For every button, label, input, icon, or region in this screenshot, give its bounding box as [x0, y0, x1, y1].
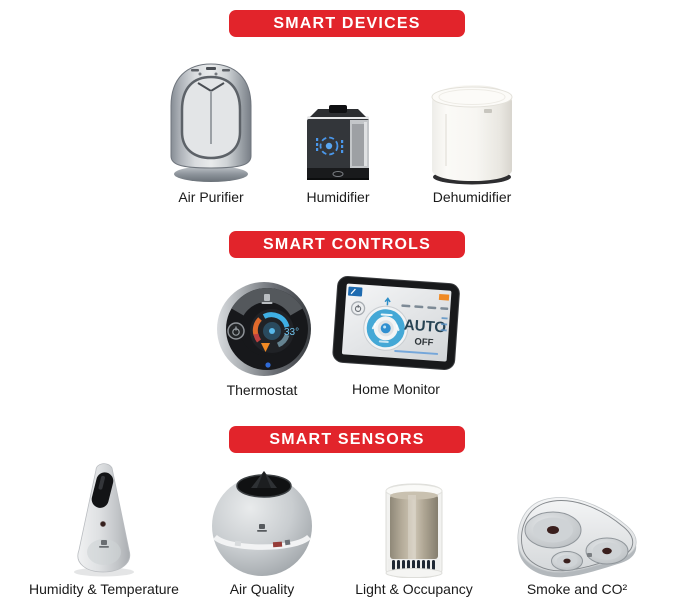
product-thermostat: 33° Thermostat [187, 271, 337, 398]
product-air-purifier: Air Purifier [141, 59, 281, 205]
air-purifier-image [170, 63, 252, 182]
air-purifier-art [141, 59, 281, 186]
label-dehumidifier: Dehumidifier [432, 189, 512, 205]
label-thermostat: Thermostat [226, 382, 298, 398]
product-dehumidifier: Dehumidifier [402, 59, 542, 205]
label-humidifier: Humidifier [306, 189, 370, 205]
monitor-state-text: OFF [414, 336, 434, 348]
humidifier-image [307, 105, 369, 180]
home-monitor-image: AUTO OFF [332, 276, 460, 370]
product-humidifier: Humidifier [268, 59, 408, 205]
monitor-logo-badge [348, 286, 363, 297]
air-quality-art [182, 456, 342, 578]
smoke-co2-sensor-image [517, 497, 637, 578]
light-occupancy-art [334, 456, 494, 578]
label-smoke-co2: Smoke and CO² [526, 581, 628, 597]
section-banner-smart-controls: SMART CONTROLS [229, 231, 465, 258]
smoke-co2-art [487, 456, 667, 578]
thermostat-power-button [227, 322, 245, 340]
label-air-quality: Air Quality [229, 581, 295, 597]
monitor-power-button [350, 301, 366, 316]
humidity-temperature-sensor-image [74, 463, 134, 577]
product-air-quality-sensor: Air Quality [182, 456, 342, 597]
product-light-occupancy-sensor: Light & Occupancy [334, 456, 494, 597]
home-monitor-art: AUTO OFF [316, 270, 476, 378]
product-smoke-co2-sensor: Smoke and CO² [487, 456, 667, 597]
monitor-mode-text: AUTO [403, 317, 447, 337]
humidifier-art [268, 59, 408, 186]
thermostat-art: 33° [187, 271, 337, 379]
section-banner-smart-devices: SMART DEVICES [229, 10, 465, 37]
label-air-purifier: Air Purifier [178, 189, 244, 205]
dehumidifier-image [431, 85, 513, 185]
product-home-monitor: AUTO OFF Home Monitor [316, 270, 476, 397]
product-humidity-temperature-sensor: Humidity & Temperature [14, 456, 194, 597]
thermostat-temperature-text: 33° [284, 327, 299, 338]
section-banner-smart-sensors: SMART SENSORS [229, 426, 465, 453]
dehumidifier-art [402, 59, 542, 186]
thermostat-image: 33° [217, 282, 311, 376]
label-humidity-temperature: Humidity & Temperature [29, 581, 179, 597]
label-home-monitor: Home Monitor [352, 381, 440, 397]
humidity-temperature-art [14, 456, 194, 578]
light-occupancy-sensor-image [385, 483, 443, 578]
label-light-occupancy: Light & Occupancy [355, 581, 473, 597]
air-quality-sensor-image [212, 471, 312, 576]
